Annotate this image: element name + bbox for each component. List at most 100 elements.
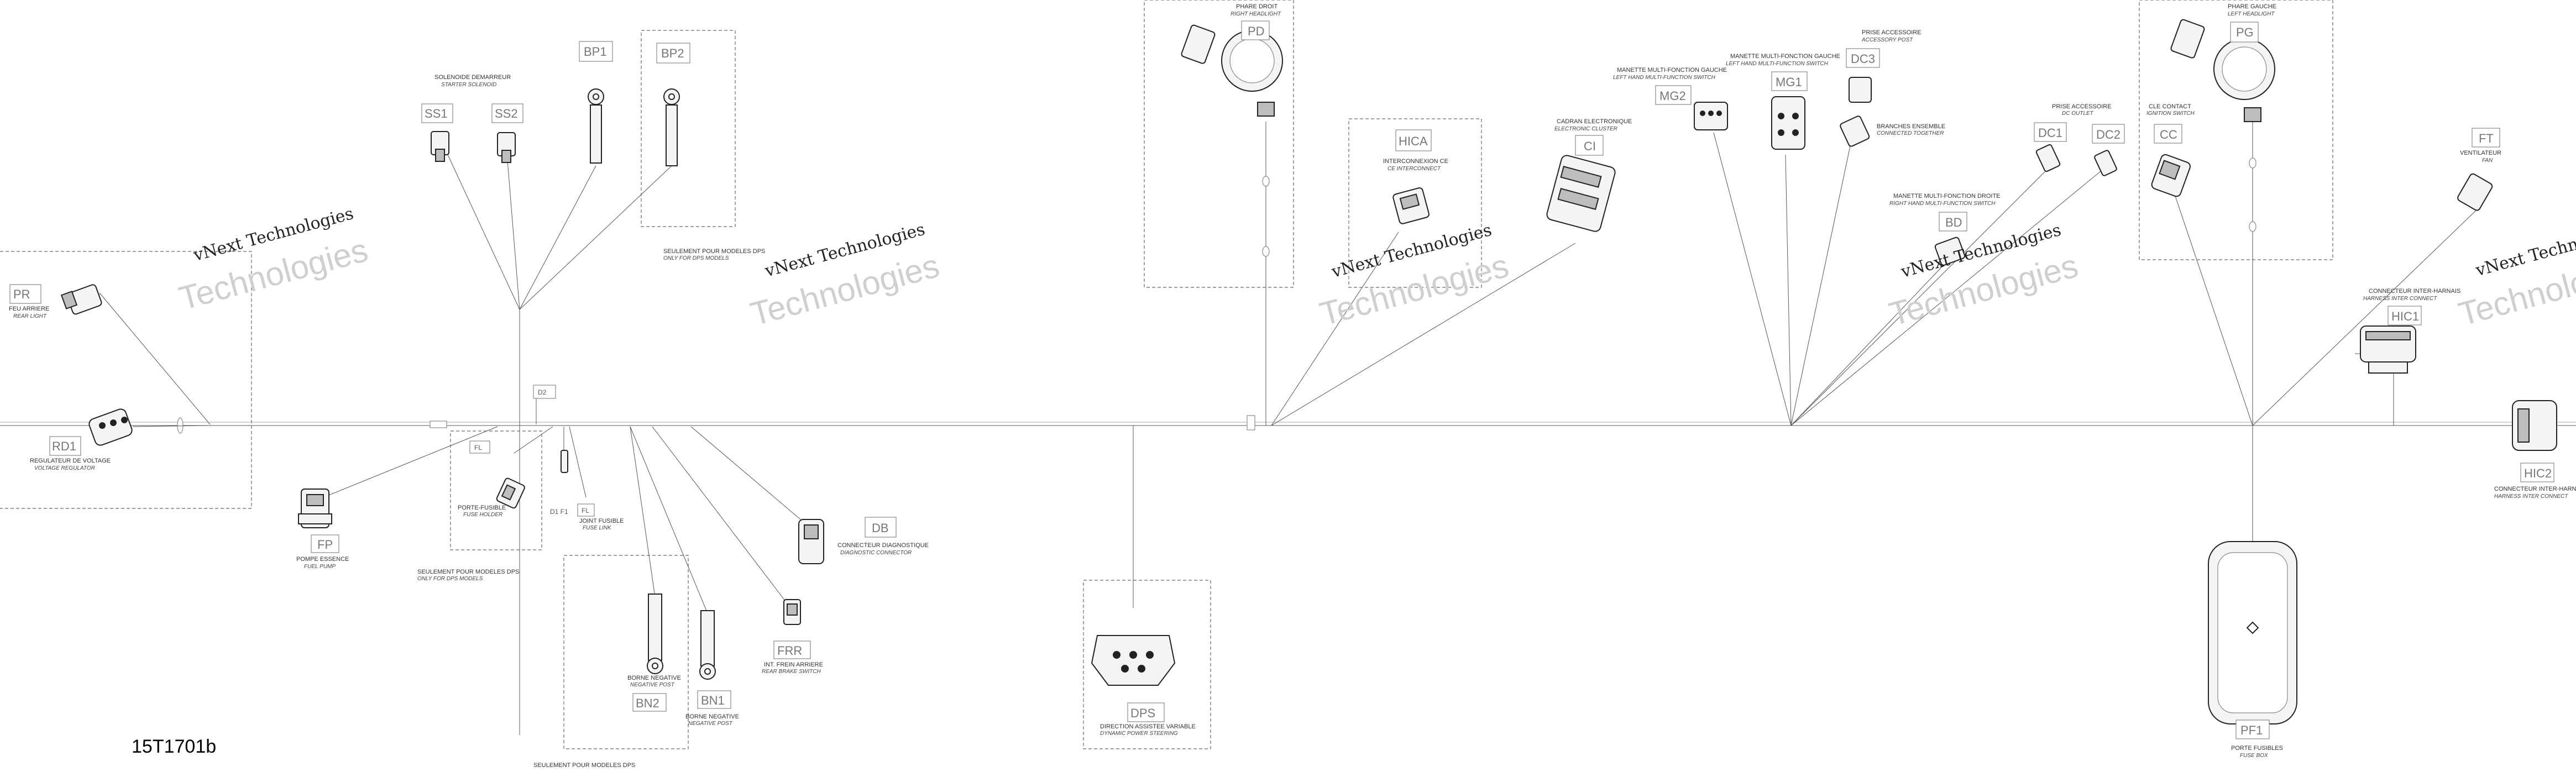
dps-fr: DIRECTION ASSISTEE VARIABLE (1100, 723, 1196, 730)
dps-code-box (1127, 702, 1165, 722)
pd-en: RIGHT HEADLIGHT (1231, 11, 1281, 17)
wire-dc2 (1790, 171, 2101, 426)
ft-connector (2457, 173, 2493, 211)
cc-switch (2151, 154, 2191, 197)
dc3-connector (1840, 77, 1872, 147)
hica-connector (1392, 187, 1430, 224)
trunk-junction (1247, 415, 1255, 430)
wire-ss1 (447, 154, 520, 310)
fl2-code-box (577, 503, 595, 517)
hic2-en: HARNESS INTER CONNECT (2494, 493, 2568, 500)
hic1-code: HIC1 (2391, 309, 2419, 323)
dcout-fr: PRISE ACCESSOIRE (2052, 103, 2112, 110)
description-texts: FEU ARRIERE REAR LIGHT REGULATEUR DE VOL… (9, 3, 2576, 769)
bp1-terminal (588, 88, 604, 164)
wire-fp (323, 426, 498, 498)
fl-fr: PORTE-FUSIBLE (458, 505, 506, 511)
fp-fr: POMPE ESSENCE (296, 556, 349, 563)
hica-code: HICA (1399, 134, 1428, 148)
mg1-code-box (1771, 71, 1808, 91)
hic1-code-box (2387, 306, 2422, 325)
pr-connector (60, 284, 102, 315)
db-en: DIAGNOSTIC CONNECTOR (840, 550, 912, 556)
ft-code-box (2472, 128, 2500, 148)
fl-code: FL (474, 444, 482, 451)
bd-en: RIGHT HAND MULTI-FUNCTION SWITCH (1889, 201, 1996, 207)
ft-code: FT (2479, 132, 2494, 145)
pf1-fr: PORTE FUSIBLES (2231, 745, 2283, 752)
frr-fr: INT. FREIN ARRIERE (764, 661, 823, 668)
dc1-code: DC1 (2038, 126, 2062, 140)
dashed-regions (0, 0, 2333, 749)
db-fr: CONNECTEUR DIAGNOSTIQUE (837, 542, 929, 549)
code-boxes (9, 20, 2554, 739)
cc-en: IGNITION SWITCH (2146, 111, 2195, 117)
dc3-code-box (1846, 48, 1880, 68)
ft-en: FAN (2482, 157, 2493, 164)
ss1-code: SS1 (425, 107, 448, 120)
wire-fuselink (569, 426, 587, 498)
fp-code: FP (317, 538, 333, 552)
dc3-note-en: CONNECTED TOGETHER (1877, 130, 1944, 136)
mg2-connector (1694, 102, 1728, 130)
bn2-code: BN2 (636, 696, 659, 710)
main-harness (0, 415, 2576, 434)
wire-rd1 (132, 425, 211, 427)
ft-fr: VENTILATEUR (2460, 150, 2501, 156)
bn1-en: NEGATIVE POST (688, 721, 733, 727)
wire-fl (514, 426, 553, 454)
wire-db (690, 426, 808, 526)
dps-en: DYNAMIC POWER STEERING (1100, 731, 1178, 737)
hica-code-box (1395, 129, 1432, 151)
rd1-connector (88, 408, 133, 446)
wire-mg2 (1713, 132, 1792, 426)
fl-en: FUSE HOLDER (463, 512, 502, 518)
d2-code-box (533, 385, 556, 399)
bn1-code: BN1 (701, 694, 725, 707)
d2-code: D2 (538, 388, 547, 396)
frr-code-box (773, 640, 811, 659)
bd-code-box (1939, 212, 1967, 232)
ss2-code: SS2 (495, 107, 518, 120)
rd1-code-box (49, 436, 81, 456)
bn1-fr: BORNE NEGATIVE (685, 713, 739, 720)
fl-note-fr: SEULEMENT POUR MODELES DPS (417, 569, 519, 575)
d1-code: D1 F1 (550, 508, 568, 516)
ss1-code-box (421, 103, 453, 123)
bn2-en: NEGATIVE POST (630, 682, 675, 688)
bn-note-fr: SEULEMENT POUR MODELES DPS (533, 762, 635, 769)
pd-code-box (1241, 20, 1270, 40)
pr-code-box (9, 284, 41, 304)
dc3-en: ACCESSORY POST (1861, 37, 1913, 43)
cc-fr: CLE CONTACT (2149, 103, 2191, 110)
wire-frr (652, 426, 791, 608)
dc1-code-box (2034, 122, 2067, 142)
bn1-terminal (699, 610, 716, 680)
rd1-fr: REGULATEUR DE VOLTAGE (30, 458, 111, 464)
mg1-code: MG1 (1776, 75, 1802, 89)
components (60, 19, 2557, 724)
rd1-en: VOLTAGE REGULATOR (34, 465, 95, 471)
dc3-note-fr: BRANCHES ENSEMBLE (1877, 123, 1945, 130)
bp2-code: BP2 (661, 46, 684, 60)
region-pg (2139, 0, 2333, 260)
mg2-fr: MANETTE MULTI-FONCTION GAUCHE (1617, 67, 1727, 73)
cc-code: CC (2160, 128, 2177, 141)
bp2-terminal (663, 88, 680, 166)
pr-fr: FEU ARRIERE (9, 306, 49, 312)
pg-headlight (2170, 19, 2275, 232)
d1-fuse (561, 450, 568, 473)
wire-ci (1271, 243, 1576, 426)
mg1-fr: MANETTE MULTI-FONCTION GAUCHE (1730, 53, 1840, 60)
region-dps (1083, 580, 1211, 749)
ci-en: ELECTRONIC CLUSTER (1554, 126, 1617, 132)
hic1-connector (2360, 325, 2416, 374)
region-fl (450, 430, 542, 550)
region-hica (1348, 118, 1482, 288)
bp2-code-box (656, 43, 690, 64)
fl-note-en: ONLY FOR DPS MODELS (417, 576, 483, 582)
mg2-code-box (1655, 85, 1692, 105)
frr-en: REAR BRAKE SWITCH (762, 669, 821, 675)
wire-pr (99, 292, 211, 425)
db-code-box (865, 517, 897, 538)
